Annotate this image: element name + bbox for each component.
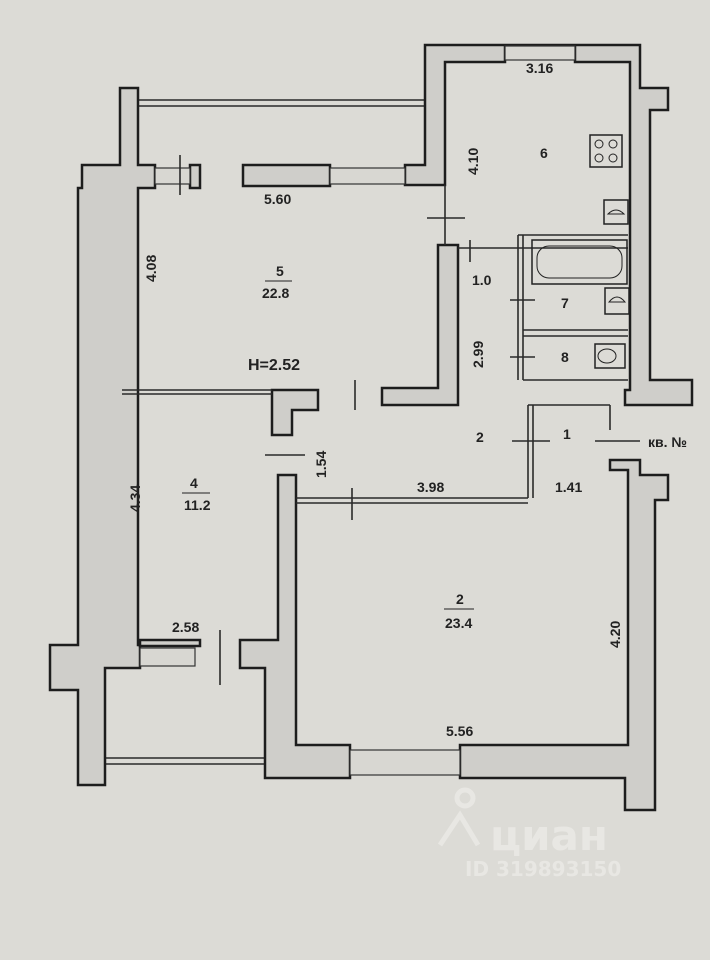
stove-icon xyxy=(589,134,623,168)
cian-watermark: циан ID 319893150 xyxy=(437,787,621,881)
sink-icon xyxy=(603,199,629,225)
interior-wall-corridor xyxy=(380,243,460,407)
door-marks xyxy=(179,155,640,685)
window xyxy=(139,647,196,667)
watermark-id: ID 319893150 xyxy=(465,857,621,881)
corridor-length: 2.99 xyxy=(470,341,486,368)
hall-wall xyxy=(238,473,352,780)
room5-top-wall xyxy=(188,163,202,190)
room2-depth: 4.20 xyxy=(607,621,623,648)
hall-length: 3.98 xyxy=(417,479,444,495)
room6-depth: 4.10 xyxy=(465,148,481,175)
balcony-bottom xyxy=(105,757,265,765)
room5-width: 5.60 xyxy=(264,191,291,207)
room4-number: 4 xyxy=(190,475,198,491)
room5-area: 22.8 xyxy=(262,285,289,301)
room4-area: 11.2 xyxy=(184,497,211,513)
bathtub-icon xyxy=(531,239,628,285)
ceiling-height: H=2.52 xyxy=(248,357,300,374)
hall-width: 1.54 xyxy=(313,451,329,478)
room8-number: 8 xyxy=(561,349,569,365)
room4-depth: 4.34 xyxy=(127,485,143,512)
watermark-brand: циан xyxy=(490,811,608,860)
window xyxy=(504,45,576,61)
room2-number: 2 xyxy=(456,591,464,607)
room1-number: 1 xyxy=(563,426,571,442)
room5-depth: 4.08 xyxy=(143,255,159,282)
room7-number: 7 xyxy=(561,295,569,311)
room2-hall-number: 2 xyxy=(476,429,484,445)
washbasin-icon xyxy=(604,287,630,315)
window xyxy=(154,167,191,185)
room6-number: 6 xyxy=(540,145,548,161)
room4-width: 2.58 xyxy=(172,619,199,635)
balcony-top xyxy=(138,99,425,107)
room5-number: 5 xyxy=(276,263,284,279)
toilet-icon xyxy=(594,343,626,369)
window xyxy=(329,167,406,185)
passage-width: 1.0 xyxy=(472,272,492,288)
room2-width: 5.56 xyxy=(446,723,473,739)
left-outer-wall xyxy=(48,86,157,787)
windows xyxy=(139,45,576,776)
location-pin-icon xyxy=(437,787,481,847)
interior-partitions xyxy=(122,185,628,504)
room2-area: 23.4 xyxy=(445,615,472,631)
apartment-label: кв. № xyxy=(648,434,687,450)
window xyxy=(349,749,461,776)
room1-dimension: 1.41 xyxy=(555,479,582,495)
room6-width: 3.16 xyxy=(526,60,553,76)
